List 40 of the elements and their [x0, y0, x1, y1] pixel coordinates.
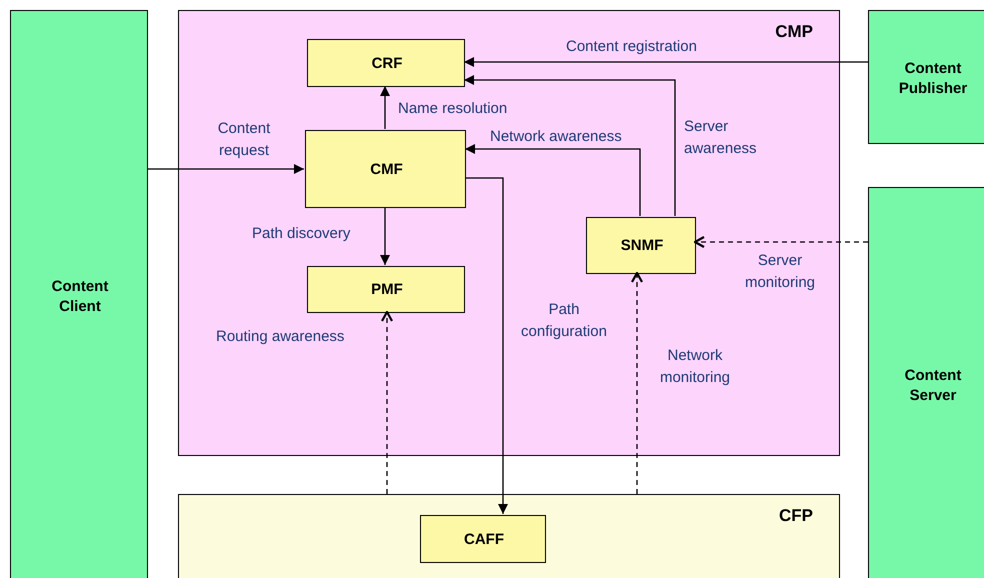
arrow	[380, 310, 394, 494]
function-box	[307, 39, 465, 87]
function-box	[420, 515, 546, 563]
arrow	[148, 164, 304, 174]
edge-label: Path discovery	[252, 224, 352, 244]
plane-heading: CMP	[775, 21, 813, 43]
arrow	[694, 236, 868, 248]
function-name: SNMF	[620, 236, 664, 256]
entity-name: Content Client	[50, 276, 110, 317]
edge-label: Content registration	[566, 37, 698, 57]
edge-label: Content request	[216, 119, 272, 161]
entity-name: Content Server	[904, 366, 962, 406]
arrow	[465, 144, 641, 216]
plane-panel	[178, 494, 840, 578]
function-name: PMF	[370, 280, 404, 300]
edge-label: Network awareness	[490, 127, 623, 147]
arrow	[380, 86, 390, 129]
entity-name: Content Publisher	[898, 58, 968, 99]
function-name: CRF	[370, 54, 404, 74]
plane-heading: CFP	[779, 505, 813, 527]
edge-label: Network monitoring	[658, 346, 732, 388]
edge-label: Path configuration	[520, 300, 608, 342]
client-panel	[10, 10, 148, 578]
function-box	[307, 266, 465, 313]
arrow	[464, 57, 868, 67]
publisher-panel	[868, 10, 984, 144]
arrow	[465, 177, 508, 514]
arrow	[630, 272, 644, 494]
arrow	[380, 207, 390, 265]
function-name: CMF	[369, 160, 404, 180]
edge-label: Server monitoring	[744, 251, 816, 293]
function-name: CAFF	[463, 530, 505, 550]
function-box	[586, 217, 696, 274]
function-box	[305, 130, 466, 208]
edge-label: Server awareness	[684, 117, 758, 159]
plane-panel	[178, 10, 840, 456]
arrow	[464, 75, 676, 216]
edge-label: Name resolution	[398, 99, 508, 119]
server-panel	[868, 187, 984, 578]
edge-label: Routing awareness	[216, 327, 346, 347]
